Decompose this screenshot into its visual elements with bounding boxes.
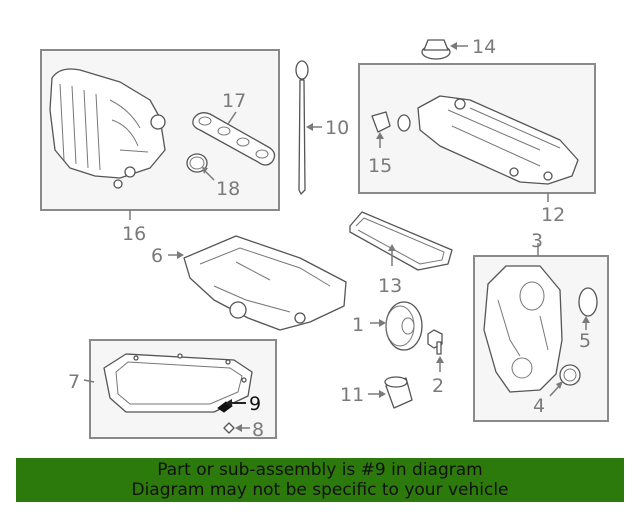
callout-14: 14	[472, 36, 496, 58]
callout-17: 17	[222, 90, 246, 112]
timing-cover-gasket[interactable]	[578, 287, 598, 317]
callout-4: 4	[533, 395, 545, 417]
crankshaft-pulley[interactable]	[385, 301, 423, 351]
callout-16: 16	[122, 223, 146, 245]
callout-5: 5	[579, 330, 591, 352]
oil-filter[interactable]	[384, 376, 413, 409]
callout-3: 3	[531, 230, 543, 252]
callout-1: 1	[352, 314, 364, 336]
timing-cover[interactable]	[483, 265, 563, 393]
intake-manifold[interactable]	[49, 68, 166, 189]
callout-8: 8	[252, 419, 264, 441]
banner-line-2: Diagram may not be specific to your vehi…	[131, 480, 509, 500]
callout-6: 6	[151, 245, 163, 267]
oil-dipstick[interactable]	[295, 60, 309, 195]
banner-line-1: Part or sub-assembly is #9 in diagram	[157, 460, 483, 480]
callout-11: 11	[340, 384, 364, 406]
pulley-bolt[interactable]	[427, 329, 443, 355]
pcv-valve[interactable]	[371, 111, 411, 133]
valve-cover[interactable]	[417, 95, 579, 185]
drain-plug-washer[interactable]	[223, 422, 235, 434]
intake-gasket[interactable]	[192, 112, 276, 166]
upper-oil-pan[interactable]	[183, 235, 347, 331]
parts-diagram: 17 18 16 10 14 15 12 13	[40, 36, 609, 441]
callout-18: 18	[216, 178, 240, 200]
callout-9: 9	[249, 393, 261, 415]
fitment-banner: Part or sub-assembly is #9 in diagram Di…	[16, 458, 624, 502]
callout-2: 2	[432, 375, 444, 397]
valve-cover-gasket[interactable]	[349, 211, 453, 271]
callout-10: 10	[325, 117, 349, 139]
crankshaft-seal[interactable]	[559, 364, 581, 386]
oil-filler-cap[interactable]	[421, 39, 451, 60]
callout-13: 13	[378, 275, 402, 297]
lower-oil-pan[interactable]	[103, 353, 253, 413]
callout-12: 12	[541, 204, 565, 226]
callout-7: 7	[68, 371, 80, 393]
callout-15: 15	[368, 155, 392, 177]
